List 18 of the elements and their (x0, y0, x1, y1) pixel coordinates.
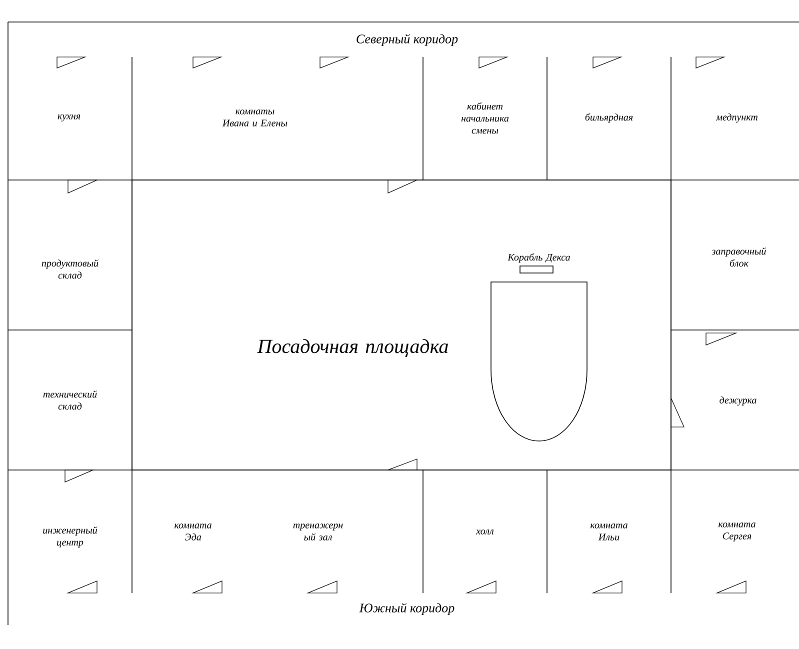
corridor-label: Северный коридор (356, 34, 458, 46)
room: холл (476, 530, 494, 534)
room: комнаты Ивана и Елены (222, 110, 288, 126)
spaceship-drawing: Корабль Декса (490, 253, 588, 442)
node-label: Корабль Декса (508, 253, 570, 263)
room: инженерный центр (43, 526, 98, 548)
corridor-label: Южный коридор (359, 603, 454, 615)
room: кабинет начальника смены (461, 102, 509, 134)
room: комната Ильи (590, 524, 628, 540)
room: технический склад (43, 390, 97, 410)
room: продуктовый склад (42, 259, 98, 279)
room: медпункт (716, 113, 758, 123)
room: заправочный блок (712, 247, 766, 267)
room: дежурка (720, 396, 756, 406)
room: комната Сергея (718, 522, 756, 542)
room: бильярдная (585, 113, 633, 123)
room: комната Эда тренажерн ый зал (174, 524, 343, 540)
room: кухня (58, 114, 80, 122)
